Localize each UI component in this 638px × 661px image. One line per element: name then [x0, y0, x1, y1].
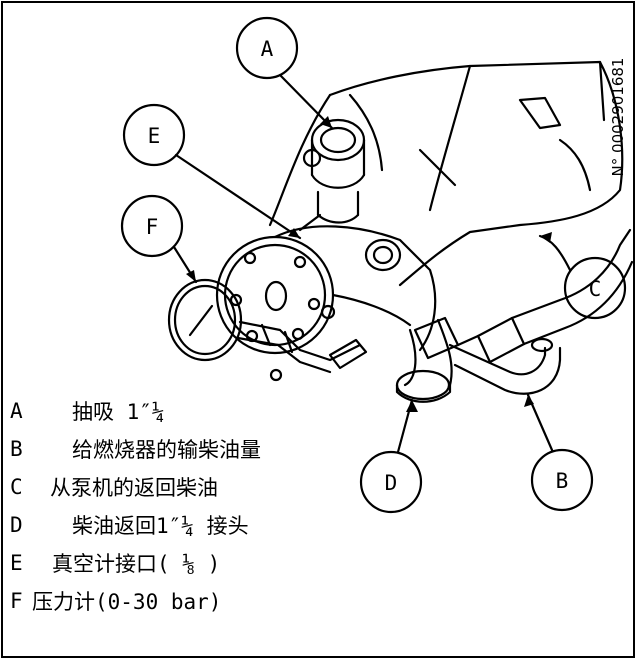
return-pipe: [395, 318, 562, 403]
callout-label-b: B: [556, 469, 569, 493]
reference-number: N° 0002901681: [606, 12, 630, 222]
legend-item-d: D 柴油返回1″¼ 接头: [10, 506, 370, 544]
pressure-gauge: [167, 278, 368, 382]
legend-key: E: [10, 551, 23, 575]
callout-circle-b: [530, 448, 594, 512]
callout-circle-e: [122, 103, 186, 167]
callout-circle-d: [359, 450, 423, 514]
legend-text: 柴油返回1″¼ 接头: [72, 514, 249, 538]
leader-e: [174, 153, 302, 240]
arrowheads: [186, 116, 552, 412]
suction-connector: [302, 118, 366, 224]
legend-item-f: F 压力计(0-30 bar): [10, 582, 370, 620]
legend-text: 从泵机的返回柴油: [50, 476, 218, 500]
leader-a: [278, 73, 334, 130]
burner-housing: [268, 60, 624, 287]
leader-c: [538, 234, 572, 272]
legend-key: C: [10, 475, 23, 499]
callout-label-f: F: [146, 215, 159, 239]
callout-circle-c: [563, 256, 627, 320]
legend-key: A: [10, 399, 23, 423]
legend-key: D: [10, 513, 23, 537]
callout-circle-a: [235, 16, 299, 80]
legend-text: 压力计(0-30 bar): [32, 590, 222, 614]
return-fittings: [413, 228, 634, 364]
legend-text: 给燃烧器的输柴油量: [72, 438, 261, 462]
legend-text: 抽吸 1″¼: [72, 400, 165, 424]
legend-item-c: C 从泵机的返回柴油: [10, 468, 370, 506]
callout-label-e: E: [148, 124, 161, 148]
legend: A 抽吸 1″¼ B 给燃烧器的输柴油量 C 从泵机的返回柴油 D 柴油返回1″…: [10, 392, 370, 620]
callout-label-d: D: [385, 471, 398, 495]
legend-item-a: A 抽吸 1″¼: [10, 392, 370, 430]
callout-circle-f: [120, 194, 184, 258]
legend-item-b: B 给燃烧器的输柴油量: [10, 430, 370, 468]
callout-label-a: A: [261, 37, 274, 61]
reference-number-text: N° 0002901681: [609, 57, 627, 177]
legend-text: 真空计接口( ⅛ ): [52, 552, 221, 576]
legend-key: B: [10, 437, 23, 461]
callout-label-c: C: [589, 277, 602, 301]
legend-key: F: [10, 589, 23, 613]
legend-item-e: E 真空计接口( ⅛ ): [10, 544, 370, 582]
